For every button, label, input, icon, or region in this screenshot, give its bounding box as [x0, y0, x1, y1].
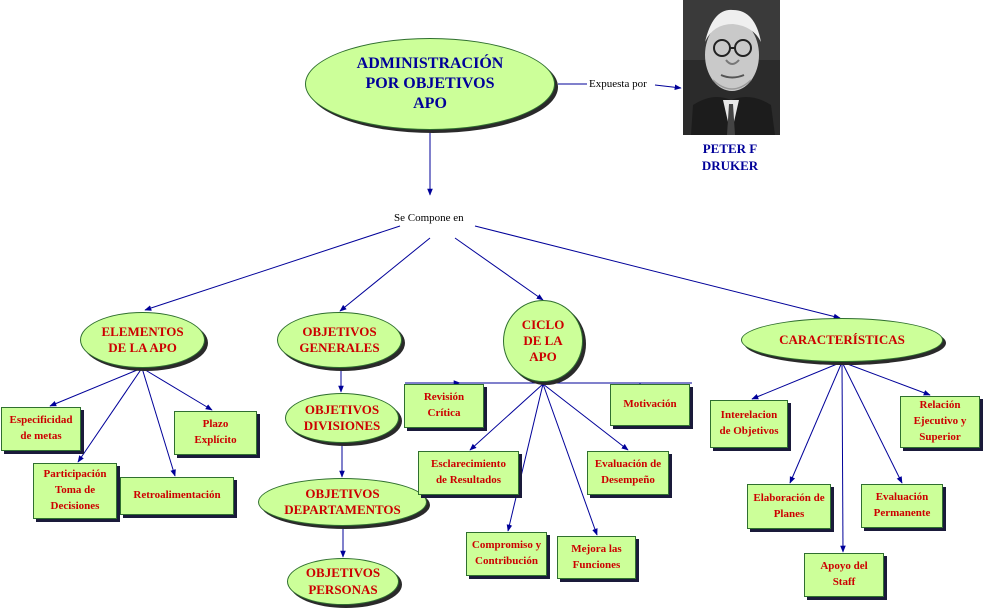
link-elementos-participacion — [77, 367, 143, 463]
node-objetivos-personas: OBJETIVOS PERSONAS — [287, 558, 399, 605]
link-elementos-plazo — [141, 367, 213, 411]
box-mejora: Mejora las Funciones — [557, 536, 636, 579]
link-car-interelacion — [751, 361, 843, 400]
link-car-elaboracion — [789, 361, 843, 484]
box-elaboracion: Elaboración de Planes — [747, 484, 831, 529]
box-plazo: Plazo Explícito — [174, 411, 257, 455]
box-participacion: Participación Toma de Decisiones — [33, 463, 117, 519]
root-node: ADMINISTRACIÓN POR OBJETIVOS APO — [305, 38, 555, 130]
node-objetivos-departamentos: OBJETIVOS DEPARTAMENTOS — [258, 478, 427, 526]
box-revision: Revisión Crítica — [404, 384, 484, 428]
portrait-photo — [683, 0, 780, 135]
node-elementos: ELEMENTOS DE LA APO — [80, 312, 205, 368]
link-elementos-retroalimentacion — [141, 367, 176, 477]
link-car-relacion — [841, 361, 931, 396]
author-name: PETER F DRUKER — [701, 141, 759, 173]
box-evaluacion-desempeno: Evaluación de Desempeño — [587, 451, 669, 495]
box-apoyo: Apoyo del Staff — [804, 553, 884, 597]
link-ciclo-mejora — [542, 383, 598, 536]
link-car-evaluacion — [841, 361, 903, 484]
box-esclarecimiento: Esclarecimiento de Resultados — [418, 451, 519, 495]
box-motivacion: Motivación — [610, 384, 690, 426]
link-label-expuesta: Expuesta por — [587, 78, 649, 91]
link-to-objetivos — [339, 237, 431, 312]
link-ciclo-evaluacion — [542, 383, 629, 451]
box-especificidad: Especificidad de metas — [1, 407, 81, 451]
link-elementos-especificidad — [49, 367, 143, 407]
node-objetivos-divisiones: OBJETIVOS DIVISIONES — [285, 393, 399, 443]
box-compromiso: Compromiso y Contribución — [466, 532, 547, 576]
node-objetivos-generales: OBJETIVOS GENERALES — [277, 312, 402, 368]
box-retroalimentacion: Retroalimentación — [120, 477, 234, 515]
link-car-apoyo — [840, 361, 846, 553]
link-to-caracteristicas — [474, 225, 841, 320]
link-to-elementos — [144, 225, 401, 311]
link-label-compone: Se Compone en — [392, 212, 466, 225]
box-interelacion: Interelacion de Objetivos — [710, 400, 788, 448]
box-evaluacion-permanente: Evaluación Permanente — [861, 484, 943, 528]
link-ciclo-compromiso — [506, 383, 544, 532]
node-caracteristicas: CARACTERÍSTICAS — [741, 318, 943, 362]
node-ciclo: CICLO DE LA APO — [503, 300, 583, 382]
link-ciclo-esclarecimiento — [469, 383, 544, 451]
link-expuesta-arrow — [654, 84, 682, 91]
link-to-ciclo — [454, 237, 544, 301]
box-relacion: Relación Ejecutivo y Superior — [900, 396, 980, 448]
